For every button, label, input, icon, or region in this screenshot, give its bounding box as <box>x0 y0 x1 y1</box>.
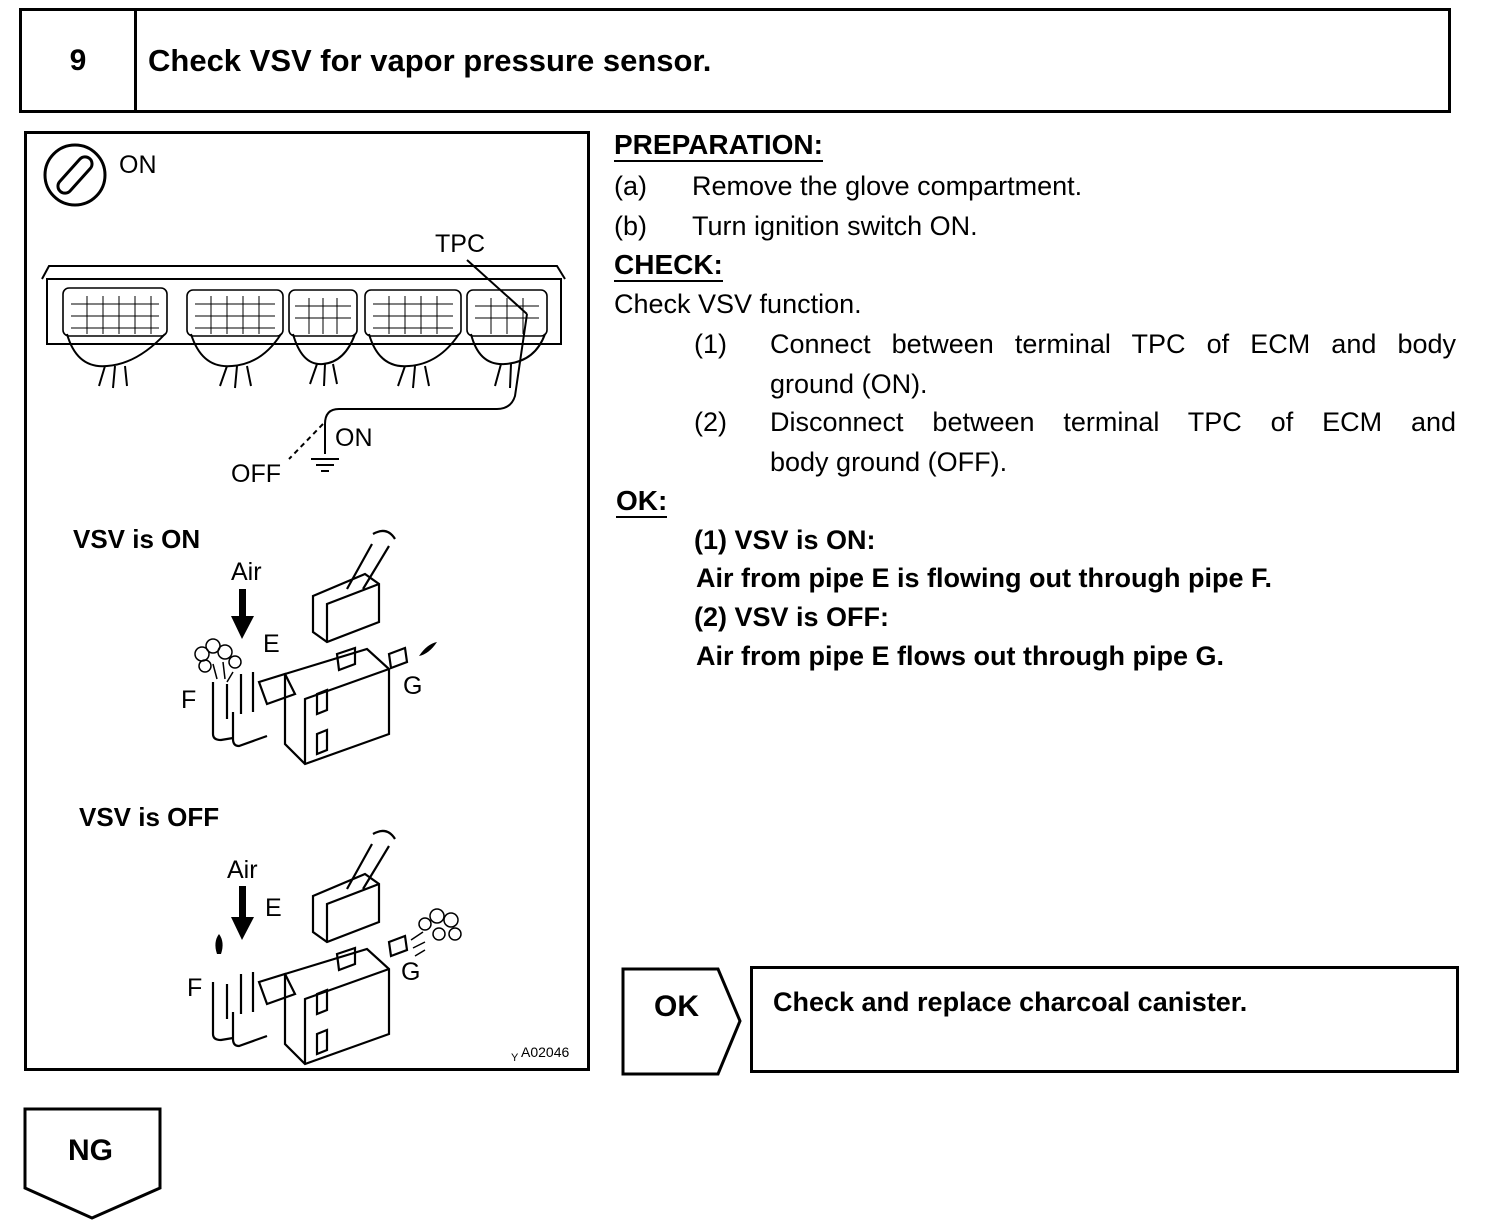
check-item-1-marker: (1) <box>694 329 727 359</box>
pipe-f-off-label: F <box>187 974 203 1002</box>
step-title: Check VSV for vapor pressure sensor. <box>148 42 712 78</box>
air-arrow-on <box>231 589 254 639</box>
vsv-on-title: VSV is ON <box>73 524 201 554</box>
ecm-connector <box>41 265 566 389</box>
prep-step-a-text: Remove the glove compartment. <box>692 171 1083 201</box>
vsv-off-drawing <box>211 829 409 1066</box>
ignition-on-label: ON <box>119 151 157 179</box>
check-item-2-marker: (2) <box>694 407 727 437</box>
figure-code: A02046 <box>521 1044 570 1060</box>
air-label-on: Air <box>231 558 262 586</box>
switch-off-label: OFF <box>231 460 281 488</box>
vsv-off-title: VSV is OFF <box>79 802 220 832</box>
check-heading: CHECK: <box>614 249 723 282</box>
check-item-1-line2: ground (ON). <box>770 369 928 399</box>
drop-f-off <box>215 934 223 954</box>
ground-switch <box>288 423 339 472</box>
ok-line-3: (2) VSV is OFF: <box>694 602 890 632</box>
ok-line-1: (1) VSV is ON: <box>694 525 876 555</box>
ng-tag-shape <box>23 1107 162 1220</box>
step-header: 9 Check VSV for vapor pressure sensor. <box>19 8 1451 113</box>
prep-step-b-marker: (b) <box>614 211 647 241</box>
check-item-1-line1: Connect between terminal TPC of ECM and … <box>770 329 1456 359</box>
tpc-jumper-wire <box>324 259 528 454</box>
ok-line-2: Air from pipe E is flowing out through p… <box>696 563 1272 593</box>
ok-tag-shape <box>621 967 742 1076</box>
pipe-g-off-label: G <box>401 958 421 986</box>
pipe-e-on-label: E <box>263 630 280 658</box>
tpc-label: TPC <box>435 230 485 258</box>
ok-tag-label: OK <box>654 990 699 1023</box>
figure-panel: ON TPC ON OFF VSV is ON Air E F G VSV is… <box>24 131 590 1071</box>
figure-code-prefix: Y <box>511 1052 519 1064</box>
step-number: 9 <box>22 11 137 110</box>
check-item-2-line2: body ground (OFF). <box>770 447 1008 477</box>
vsv-on-drawing <box>211 529 409 766</box>
preparation-heading: PREPARATION: <box>614 129 823 162</box>
pipe-g-on-label: G <box>403 672 423 700</box>
switch-on-label: ON <box>335 424 373 452</box>
ok-heading: OK: <box>616 485 668 518</box>
drop-g-on <box>419 642 437 656</box>
wiring-illustration <box>41 143 566 1066</box>
check-item-2-line1: Disconnect between terminal TPC of ECM a… <box>770 407 1456 437</box>
air-label-off: Air <box>227 856 258 884</box>
air-puff-off <box>410 908 462 957</box>
ok-action-text: Check and replace charcoal canister. <box>773 987 1248 1017</box>
ok-line-4: Air from pipe E flows out through pipe G… <box>696 641 1224 671</box>
pipe-f-on-label: F <box>181 686 197 714</box>
pipe-e-off-label: E <box>265 894 282 922</box>
ignition-key-icon <box>43 143 107 207</box>
ok-action-box: Check and replace charcoal canister. <box>750 966 1459 1073</box>
air-puff-on <box>194 638 242 683</box>
prep-step-a-marker: (a) <box>614 171 647 201</box>
prep-step-b-text: Turn ignition switch ON. <box>692 211 978 241</box>
check-intro: Check VSV function. <box>614 289 862 319</box>
ng-tag-label: NG <box>68 1134 113 1167</box>
air-arrow-off <box>231 886 254 940</box>
